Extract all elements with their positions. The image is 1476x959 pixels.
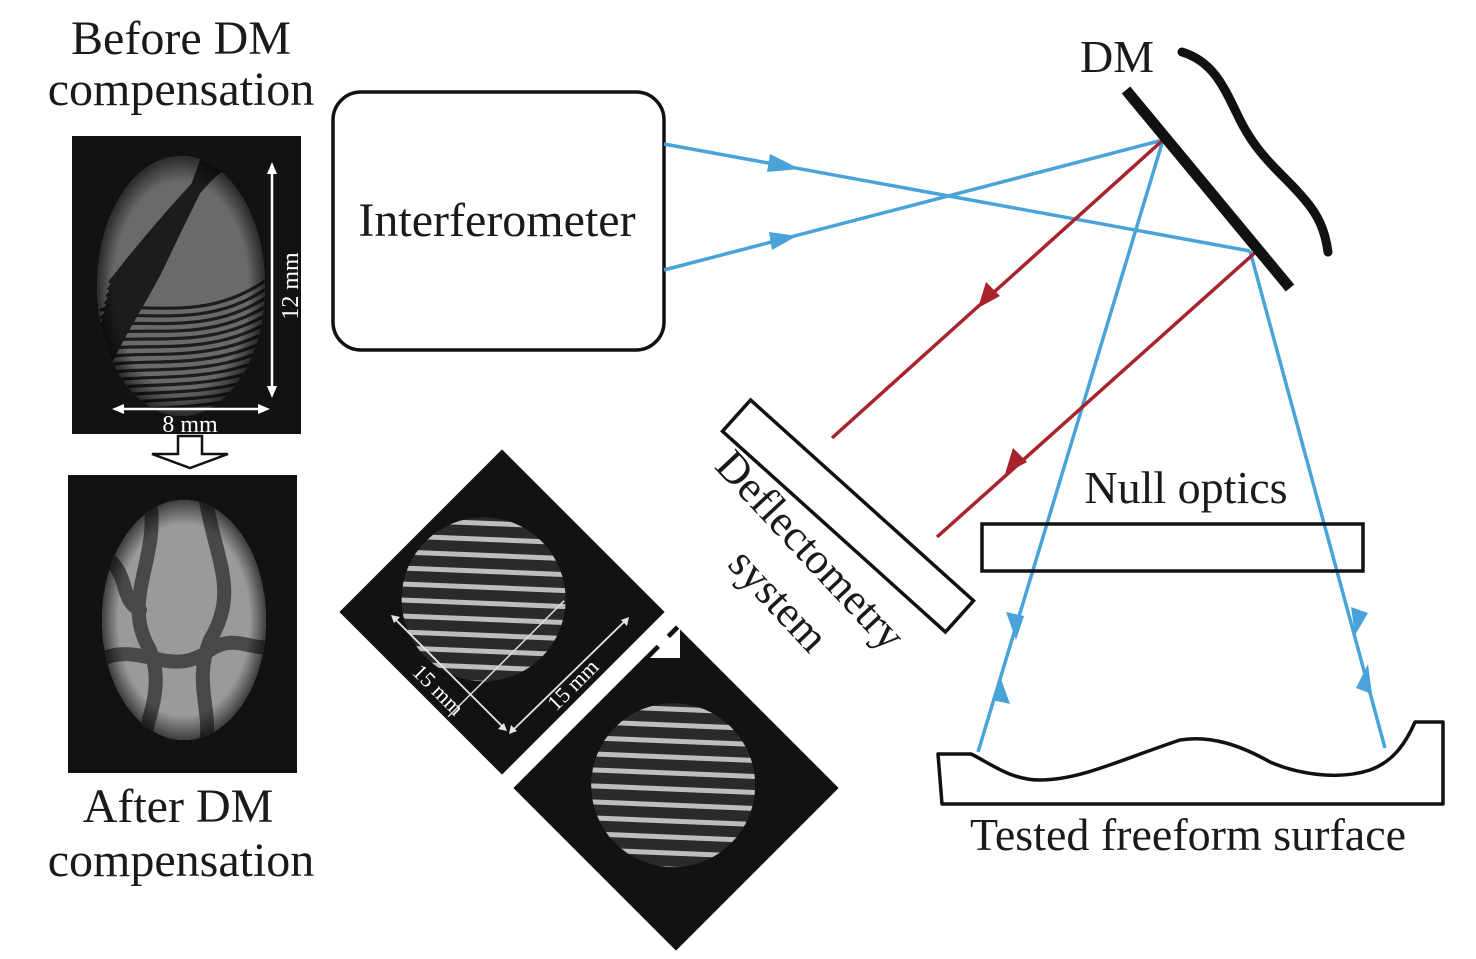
- null-optics: Null optics: [980, 462, 1365, 573]
- tested-surface-label: Tested freeform surface: [970, 809, 1406, 860]
- tested-freeform-surface: Tested freeform surface: [936, 720, 1445, 860]
- beam-arrowheads: [767, 154, 1372, 704]
- before-label-line1: Before DM: [71, 12, 291, 65]
- fringe-line: [573, 798, 774, 812]
- fringe-dimension-arrows: [393, 617, 627, 732]
- fringe-line: [573, 814, 774, 828]
- dm-label: DM: [1080, 31, 1154, 82]
- fringe-line: [383, 628, 584, 642]
- fringe-line: [383, 596, 584, 610]
- down-arrow-icon: [151, 434, 229, 470]
- after-label-line2: compensation: [48, 834, 315, 887]
- dimension-label-8mm: 8 mm: [162, 412, 218, 438]
- fringe-line: [573, 750, 774, 764]
- null-optics-label: Null optics: [1084, 462, 1287, 513]
- deflectometry-beams: [830, 138, 1260, 539]
- bent-arrow-icon: [650, 628, 680, 658]
- after-interferogram: [68, 475, 297, 773]
- interferometer-label: Interferometer: [358, 194, 635, 247]
- dimension-label-12mm: 12 mm: [278, 252, 304, 320]
- fringe-line: [573, 782, 774, 796]
- black-pointer-arrow: [655, 896, 699, 920]
- fringe-line: [383, 564, 584, 578]
- deformable-mirror: DM: [1080, 31, 1333, 292]
- before-label-line2: compensation: [48, 63, 315, 116]
- deflectometry-system: [720, 397, 976, 635]
- interferometer-box: Interferometer: [331, 90, 666, 352]
- deflectometry-arrowheads: [978, 282, 1027, 474]
- after-label-line1: After DM: [83, 780, 274, 833]
- deflectometry-fringe-image-after: [513, 625, 839, 951]
- before-interferogram: 12 mm 8 mm: [72, 136, 304, 438]
- dm-surface-curve: [1177, 47, 1333, 257]
- fringe-line: [573, 734, 774, 748]
- fringe-line: [383, 580, 584, 594]
- interferometer-beams: [663, 138, 1387, 753]
- fringe-line: [383, 548, 584, 562]
- fringe-line: [573, 766, 774, 780]
- fringe-line: [383, 612, 584, 626]
